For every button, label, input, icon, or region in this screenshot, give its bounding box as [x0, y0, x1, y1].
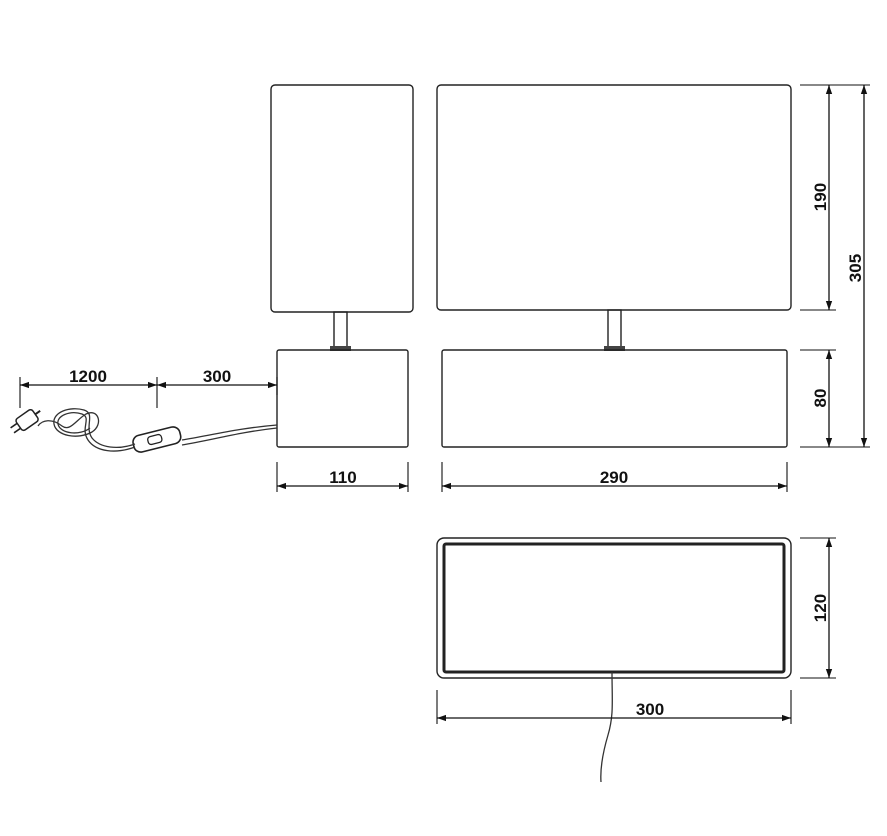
dimension-top-width: 300: [436, 690, 792, 724]
dimension-cable-length: 1200: [19, 367, 158, 408]
dimension-base-height: 80: [800, 349, 836, 448]
side-shade: [270, 84, 414, 313]
dimension-total-height: 305: [836, 84, 870, 448]
cable-coil-inner: [57, 412, 136, 452]
side-stem-collar: [330, 346, 351, 351]
dim-label-shade-height: 190: [811, 183, 830, 211]
plug-icon: [10, 408, 41, 434]
top-outer-outline: [436, 537, 792, 679]
front-stem-collar: [604, 346, 625, 351]
cable-coil: [37, 408, 136, 449]
dim-label-top-depth: 120: [811, 594, 830, 622]
front-stem: [607, 309, 622, 351]
dim-label-cable-length: 1200: [69, 367, 107, 386]
front-shade: [436, 84, 792, 311]
dim-label-total-height: 305: [846, 254, 865, 282]
dim-label-cable-to-switch: 300: [203, 367, 231, 386]
top-view: [436, 537, 792, 783]
power-cable-inner: [181, 427, 278, 446]
dim-label-base-height: 80: [811, 389, 830, 408]
dimension-cable-to-switch: 300: [157, 367, 278, 395]
dim-label-side-width: 110: [329, 468, 356, 487]
top-inner-outline: [442, 542, 786, 674]
switch-button: [147, 433, 163, 446]
dimension-shade-height: 190: [800, 84, 836, 311]
side-base: [276, 349, 409, 448]
power-cable: [181, 424, 278, 441]
dimension-top-depth: 120: [800, 537, 836, 679]
front-view: [436, 84, 792, 448]
front-base: [441, 349, 788, 448]
side-view: [270, 84, 414, 448]
top-cable: [600, 671, 613, 783]
side-stem: [333, 311, 348, 351]
dim-label-front-width: 290: [600, 468, 628, 487]
dim-label-top-width: 300: [636, 700, 664, 719]
cable-assembly: [10, 408, 278, 453]
dimension-side-width: 110: [276, 462, 409, 492]
dimension-front-width: 290: [441, 462, 788, 492]
